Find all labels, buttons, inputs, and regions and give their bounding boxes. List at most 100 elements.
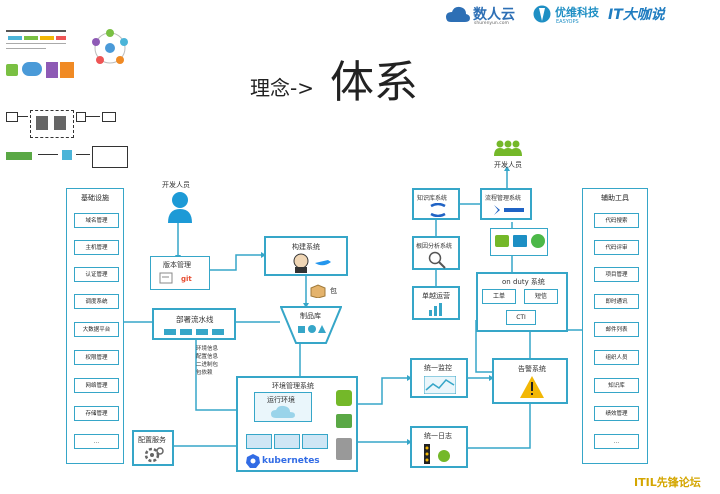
env-info-item: 环境信息: [196, 346, 219, 352]
runtime-panel: 运行环境: [254, 392, 312, 422]
logo1-text: 数人云: [473, 7, 515, 23]
tool-item[interactable]: 组织人员: [594, 350, 639, 365]
person-icon: [168, 192, 192, 223]
infra-item[interactable]: 存储管理: [74, 406, 119, 421]
magnifier-icon: [428, 251, 446, 269]
cti-label: CTI: [516, 314, 526, 321]
thumbnail-colorful-icons: [6, 60, 76, 82]
env-mgmt-label: 环境管理系统: [272, 382, 314, 390]
logo3-text: IT大咖说: [608, 7, 665, 23]
infra-item[interactable]: 域名管理: [74, 213, 119, 228]
title-prefix: 理念->: [250, 76, 314, 100]
jenkins-icon: [293, 253, 309, 273]
people-group-icon: [494, 140, 522, 156]
cloud-icon: [271, 405, 295, 418]
flow-management-box[interactable]: 流程管理系统: [480, 188, 532, 220]
env-info-item: 包依赖: [196, 370, 213, 376]
tool-item[interactable]: ...: [594, 434, 639, 449]
logo1-sub: shurenyun.com: [474, 21, 509, 26]
infra-item[interactable]: 调度系统: [74, 294, 119, 309]
thumbnail-flow-diagram: [6, 108, 116, 138]
itdakashuo-logo: IT大咖说: [608, 4, 674, 26]
logo2-text: 优维科技: [555, 6, 599, 19]
warning-icon: [520, 376, 544, 398]
ticket-badge[interactable]: 工单: [482, 289, 516, 304]
title-main: 体系: [330, 57, 418, 108]
phone-badge[interactable]: 短信: [524, 289, 558, 304]
shurenyun-logo: 数人云 shurenyun.com: [446, 4, 531, 26]
wechat-icon: [531, 234, 545, 248]
env-management-box[interactable]: 环境管理系统 运行环境 kubernetes: [236, 376, 358, 472]
infrastructure-column: 基础设施 域名管理 主机管理 认证管理 调度系统 大数据平台 权限管理 网络管理…: [66, 188, 124, 464]
log-icon: [424, 444, 450, 464]
tool-item[interactable]: 绩效管理: [594, 406, 639, 421]
tools-column: 辅助工具 代码搜索 代码评审 项目管理 即时通讯 邮件列表 组织人员 知识库 绩…: [582, 188, 648, 464]
knowledge-system-box[interactable]: 知识库系统: [412, 188, 460, 220]
developer-node: 开发人员: [160, 180, 200, 224]
alarm-label: 告警系统: [518, 365, 546, 373]
artifact-repository[interactable]: 制品库: [280, 306, 342, 344]
quality-label: 单越运营: [422, 292, 450, 300]
side-widgets: [336, 390, 352, 464]
docker-containers: [246, 434, 328, 449]
bar-chart-icon: [429, 303, 442, 316]
analysis-label: 根因分析系统: [416, 243, 453, 250]
env-info-list: 环境信息 配置信息 二进制包 包依赖: [196, 344, 236, 384]
alarm-system-box[interactable]: 告警系统: [492, 358, 568, 404]
chart-line-icon: [424, 376, 456, 394]
developers-label: 开发人员: [494, 161, 522, 169]
infrastructure-title: 基础设施: [81, 194, 109, 202]
watermark-text: ITIL先锋论坛: [634, 476, 701, 489]
env-info-item: 配置信息: [196, 354, 219, 360]
chat-icon: [495, 235, 509, 247]
thumbnail-timeline: [6, 30, 68, 54]
version-label: 版本管理: [163, 261, 191, 269]
confluence-icon: [430, 203, 446, 217]
build-system-box[interactable]: 构建系统: [264, 236, 348, 276]
flow-label: 流程管理系统: [485, 195, 522, 202]
infra-item[interactable]: ...: [74, 434, 119, 449]
box-package-icon: [310, 284, 326, 298]
unified-monitor-box[interactable]: 统一监控: [410, 358, 468, 398]
quality-ops-box[interactable]: 单越运营: [412, 286, 460, 320]
kubernetes-label: kubernetes: [262, 456, 320, 466]
mail-icon: [513, 235, 527, 247]
cti-badge[interactable]: CTI: [506, 310, 536, 325]
config-label: 配置服务: [138, 436, 166, 444]
developers-group: 开发人员: [488, 140, 528, 170]
code-icon: [159, 272, 173, 284]
infra-item[interactable]: 认证管理: [74, 267, 119, 282]
tool-item[interactable]: 邮件列表: [594, 322, 639, 337]
env-info-item: 二进制包: [196, 362, 219, 368]
easyops-mark-icon: [533, 5, 551, 23]
logo2-sub: EASYOPS: [556, 19, 579, 25]
tool-item[interactable]: 知识库: [594, 378, 639, 393]
tool-item[interactable]: 代码搜索: [594, 213, 639, 228]
deploy-pipeline-box[interactable]: 部署流水线: [152, 308, 236, 340]
communication-box[interactable]: [490, 228, 548, 256]
infra-item[interactable]: 网络管理: [74, 378, 119, 393]
thumbnail-pipeline-diagram: [6, 146, 128, 168]
knowledge-label: 知识库系统: [417, 195, 448, 202]
config-service-box[interactable]: 配置服务: [132, 430, 174, 466]
infra-item[interactable]: 主机管理: [74, 240, 119, 255]
version-management-box[interactable]: 版本管理 git: [150, 256, 210, 290]
unified-log-box[interactable]: 统一日志: [410, 426, 468, 468]
tool-item[interactable]: 项目管理: [594, 267, 639, 282]
build-label: 构建系统: [292, 243, 320, 251]
monitor-label: 统一监控: [424, 364, 452, 372]
infra-item[interactable]: 权限管理: [74, 350, 119, 365]
git-label: git: [181, 275, 192, 283]
ticket-label: 工单: [492, 293, 505, 300]
jira-icon: [494, 205, 524, 215]
artifact-label: 制品库: [300, 312, 321, 320]
cloud-icon: [446, 6, 470, 22]
runtime-label: 运行环境: [267, 396, 295, 404]
infra-item[interactable]: 大数据平台: [74, 322, 119, 337]
easyops-logo: 优维科技 EASYOPS: [533, 3, 603, 27]
root-cause-box[interactable]: 根因分析系统: [412, 236, 460, 270]
tool-item[interactable]: 代码评审: [594, 240, 639, 255]
tool-item[interactable]: 即时通讯: [594, 294, 639, 309]
onduty-system-box[interactable]: on duty 系统 工单 短信 CTI: [476, 272, 568, 332]
tools-title: 辅助工具: [601, 194, 629, 202]
